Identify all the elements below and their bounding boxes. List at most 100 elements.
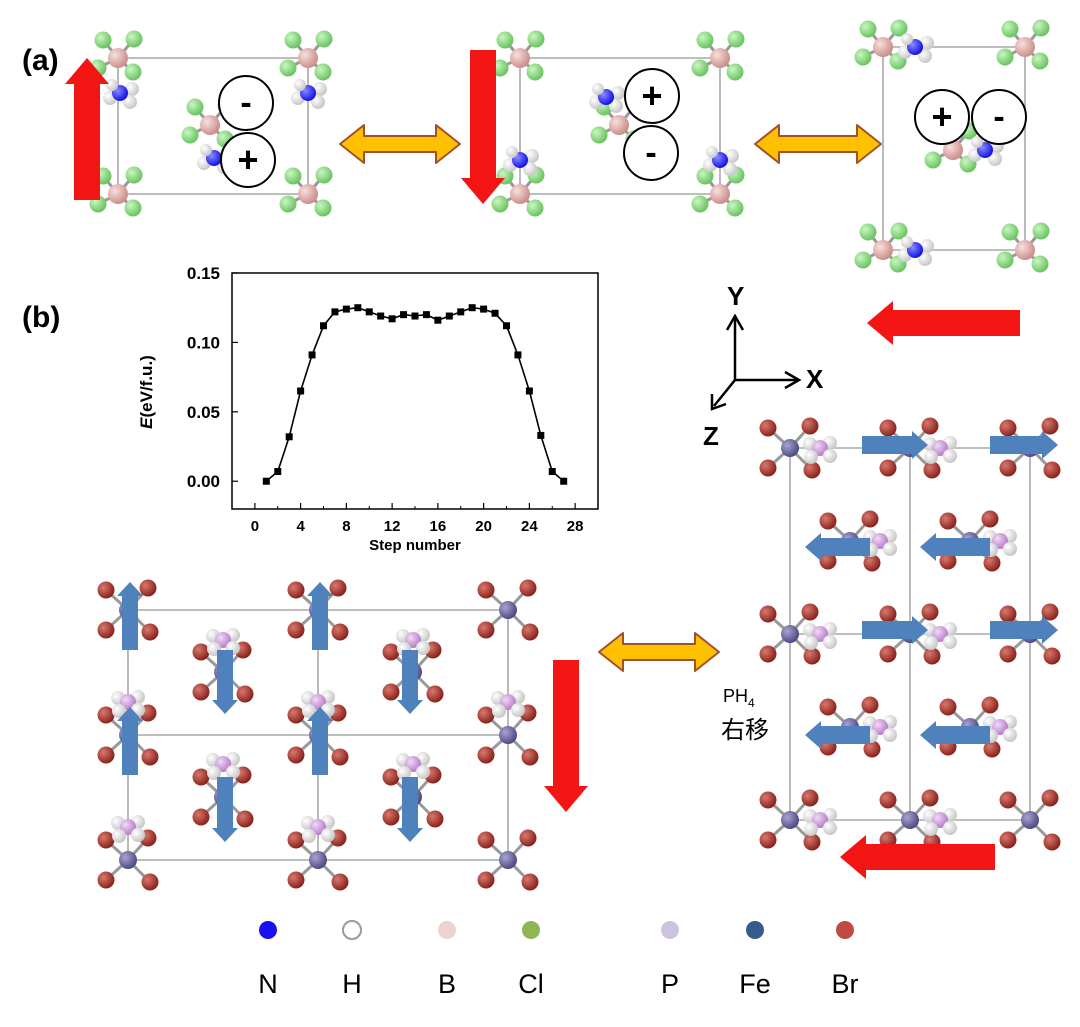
br-atom: [999, 459, 1017, 477]
data-point: [285, 433, 293, 441]
br-atom: [382, 808, 400, 826]
br-atom: [477, 746, 495, 764]
cl-atom: [854, 251, 872, 269]
chart-ylabel-unit: (eV/f.u.): [137, 355, 156, 417]
br-atom: [97, 871, 115, 889]
data-point: [422, 311, 430, 319]
br-atom: [803, 461, 821, 479]
br-atom: [521, 623, 539, 641]
cl-atom: [186, 98, 204, 116]
chart-ylabel: E(eV/f.u.): [137, 355, 156, 429]
br-atom: [287, 706, 305, 724]
data-point: [480, 305, 488, 313]
b-atom: [710, 184, 730, 204]
br-atom: [801, 603, 819, 621]
h-atom: [804, 822, 818, 836]
br-atom: [141, 623, 159, 641]
y-tick-label: 0.10: [187, 333, 220, 352]
legend-label-p: P: [661, 969, 679, 999]
br-atom: [331, 873, 349, 891]
h-atom: [920, 36, 934, 50]
p-atom: [215, 632, 231, 648]
blue-arrow-up: [307, 582, 333, 650]
p-atom: [812, 812, 828, 828]
legend-label-n: N: [258, 969, 278, 999]
data-point: [537, 431, 545, 439]
cl-atom: [691, 195, 709, 213]
p-atom: [310, 694, 326, 710]
data-point: [468, 304, 476, 312]
data-point: [262, 477, 270, 485]
data-point: [354, 304, 362, 312]
data-point: [297, 387, 305, 395]
h-atom: [943, 449, 957, 463]
br-atom: [879, 791, 897, 809]
h-atom: [523, 162, 537, 176]
ph4-label: PH4: [723, 686, 755, 710]
cl-atom: [526, 63, 544, 81]
y-tick-label: 0.15: [187, 264, 220, 283]
b-atom: [108, 48, 128, 68]
legend-label-fe: Fe: [739, 969, 771, 999]
charge-markers: - + + - + -: [218, 68, 1027, 188]
h-atom: [506, 146, 518, 158]
cl-atom: [854, 48, 872, 66]
br-atom: [426, 685, 444, 703]
br-atom: [759, 645, 777, 663]
ph4-text: PH: [723, 686, 748, 706]
h-atom: [416, 765, 430, 779]
br-atom: [923, 647, 941, 665]
br-atom: [426, 810, 444, 828]
br-atom: [983, 740, 1001, 758]
p-atom: [992, 719, 1008, 735]
cl-atom: [1032, 222, 1050, 240]
br-atom: [759, 605, 777, 623]
br-atom: [999, 831, 1017, 849]
fe-atom: [781, 625, 799, 643]
data-point: [342, 305, 350, 313]
h-atom: [920, 239, 934, 253]
h-atom: [226, 765, 240, 779]
h-atom: [112, 704, 126, 718]
h-atom: [106, 79, 118, 91]
gold-double-arrow-3: [598, 632, 720, 672]
br-atom: [981, 696, 999, 714]
h-atom: [823, 449, 837, 463]
br-atom: [141, 748, 159, 766]
red-arrow-left-2: [840, 835, 995, 879]
h-atom: [804, 636, 818, 650]
y-tick-label: 0.00: [187, 472, 220, 491]
h-atom: [112, 829, 126, 843]
p-atom: [872, 719, 888, 735]
br-atom: [192, 808, 210, 826]
p-atom: [120, 694, 136, 710]
h-atom: [971, 136, 983, 148]
h-atom: [901, 236, 913, 248]
br-atom: [97, 831, 115, 849]
blue-arrow-right: [990, 431, 1058, 459]
br-atom: [999, 605, 1017, 623]
blue-arrow-up: [307, 707, 333, 775]
blue-arrow-left: [920, 533, 990, 561]
br-atom: [863, 740, 881, 758]
br-atom: [801, 417, 819, 435]
br-atom: [329, 579, 347, 597]
blue-arrow-left: [920, 721, 990, 749]
b-atom: [108, 184, 128, 204]
br-atom: [519, 579, 537, 597]
h-atom: [918, 252, 932, 266]
br-atom: [521, 873, 539, 891]
br-atom: [236, 685, 254, 703]
cl-atom: [124, 63, 142, 81]
blue-arrow-right: [862, 431, 928, 459]
data-point: [365, 308, 373, 316]
cl-atom: [125, 30, 143, 48]
br-atom: [759, 831, 777, 849]
red-arrow-left-1: [867, 301, 1020, 345]
p-atom: [405, 632, 421, 648]
cl-atom: [924, 151, 942, 169]
br-atom: [331, 748, 349, 766]
legend-swatch-n: [259, 921, 277, 939]
br-atom: [192, 768, 210, 786]
data-point: [411, 312, 419, 320]
